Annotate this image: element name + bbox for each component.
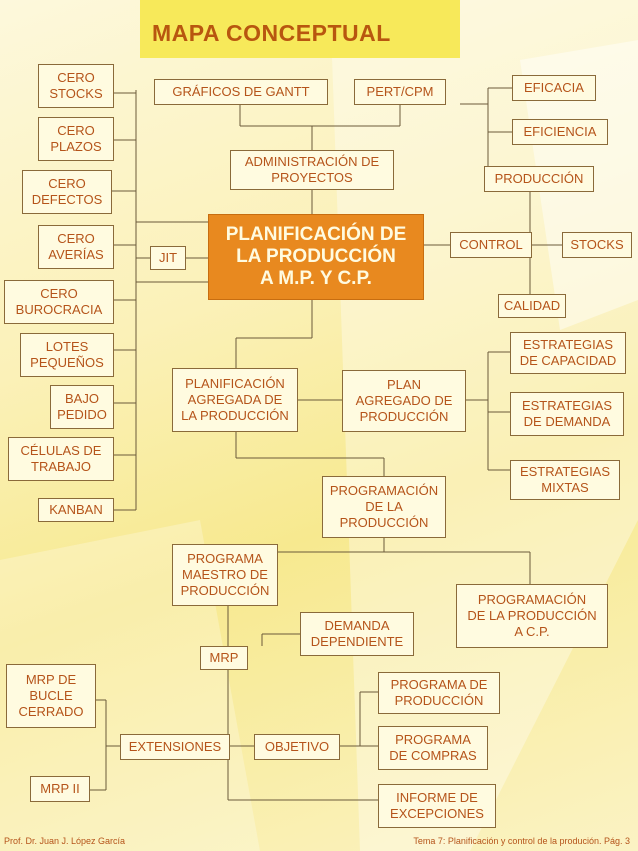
box-control: CONTROL	[450, 232, 532, 258]
box-informe-excepciones: INFORME DE EXCEPCIONES	[378, 784, 496, 828]
box-stocks: STOCKS	[562, 232, 632, 258]
box-cero-burocracia: CERO BUROCRACIA	[4, 280, 114, 324]
box-produccion: PRODUCCIÓN	[484, 166, 594, 192]
box-bajo-pedido: BAJO PEDIDO	[50, 385, 114, 429]
footer-page: Tema 7: Planificación y control de la pr…	[413, 836, 630, 846]
box-calidad: CALIDAD	[498, 294, 566, 318]
box-mrp-bucle-cerrado: MRP DE BUCLE CERRADO	[6, 664, 96, 728]
page-title: MAPA CONCEPTUAL	[152, 20, 391, 46]
box-programacion-cp: PROGRAMACIÓN DE LA PRODUCCIÓN A C.P.	[456, 584, 608, 648]
box-jit: JIT	[150, 246, 186, 270]
box-cero-stocks: CERO STOCKS	[38, 64, 114, 108]
box-administracion-proyectos: ADMINISTRACIÓN DE PROYECTOS	[230, 150, 394, 190]
box-celulas-trabajo: CÉLULAS DE TRABAJO	[8, 437, 114, 481]
box-eficiencia: EFICIENCIA	[512, 119, 608, 145]
box-mrp-ii: MRP II	[30, 776, 90, 802]
title-band	[140, 0, 460, 58]
box-plan-agregado: PLAN AGREGADO DE PRODUCCIÓN	[342, 370, 466, 432]
box-extensiones: EXTENSIONES	[120, 734, 230, 760]
box-objetivo: OBJETIVO	[254, 734, 340, 760]
box-lotes-pequenos: LOTES PEQUEÑOS	[20, 333, 114, 377]
box-estrategias-capacidad: ESTRATEGIAS DE CAPACIDAD	[510, 332, 626, 374]
box-kanban: KANBAN	[38, 498, 114, 522]
box-eficacia: EFICACIA	[512, 75, 596, 101]
box-cero-plazos: CERO PLAZOS	[38, 117, 114, 161]
box-estrategias-demanda: ESTRATEGIAS DE DEMANDA	[510, 392, 624, 436]
box-mrp: MRP	[200, 646, 248, 670]
box-graficos-gantt: GRÁFICOS DE GANTT	[154, 79, 328, 105]
box-programa-maestro: PROGRAMA MAESTRO DE PRODUCCIÓN	[172, 544, 278, 606]
box-programa-compras: PROGRAMA DE COMPRAS	[378, 726, 488, 770]
box-demanda-dependiente: DEMANDA DEPENDIENTE	[300, 612, 414, 656]
box-planificacion-agregada: PLANIFICACIÓN AGREGADA DE LA PRODUCCIÓN	[172, 368, 298, 432]
box-pert-cpm: PERT/CPM	[354, 79, 446, 105]
box-programa-produccion: PROGRAMA DE PRODUCCIÓN	[378, 672, 500, 714]
box-estrategias-mixtas: ESTRATEGIAS MIXTAS	[510, 460, 620, 500]
box-cero-averias: CERO AVERÍAS	[38, 225, 114, 269]
box-cero-defectos: CERO DEFECTOS	[22, 170, 112, 214]
footer-author: Prof. Dr. Juan J. López García	[4, 836, 126, 846]
central-planificacion: PLANIFICACIÓN DE LA PRODUCCIÓN A M.P. Y …	[208, 214, 424, 300]
box-programacion-produccion: PROGRAMACIÓN DE LA PRODUCCIÓN	[322, 476, 446, 538]
